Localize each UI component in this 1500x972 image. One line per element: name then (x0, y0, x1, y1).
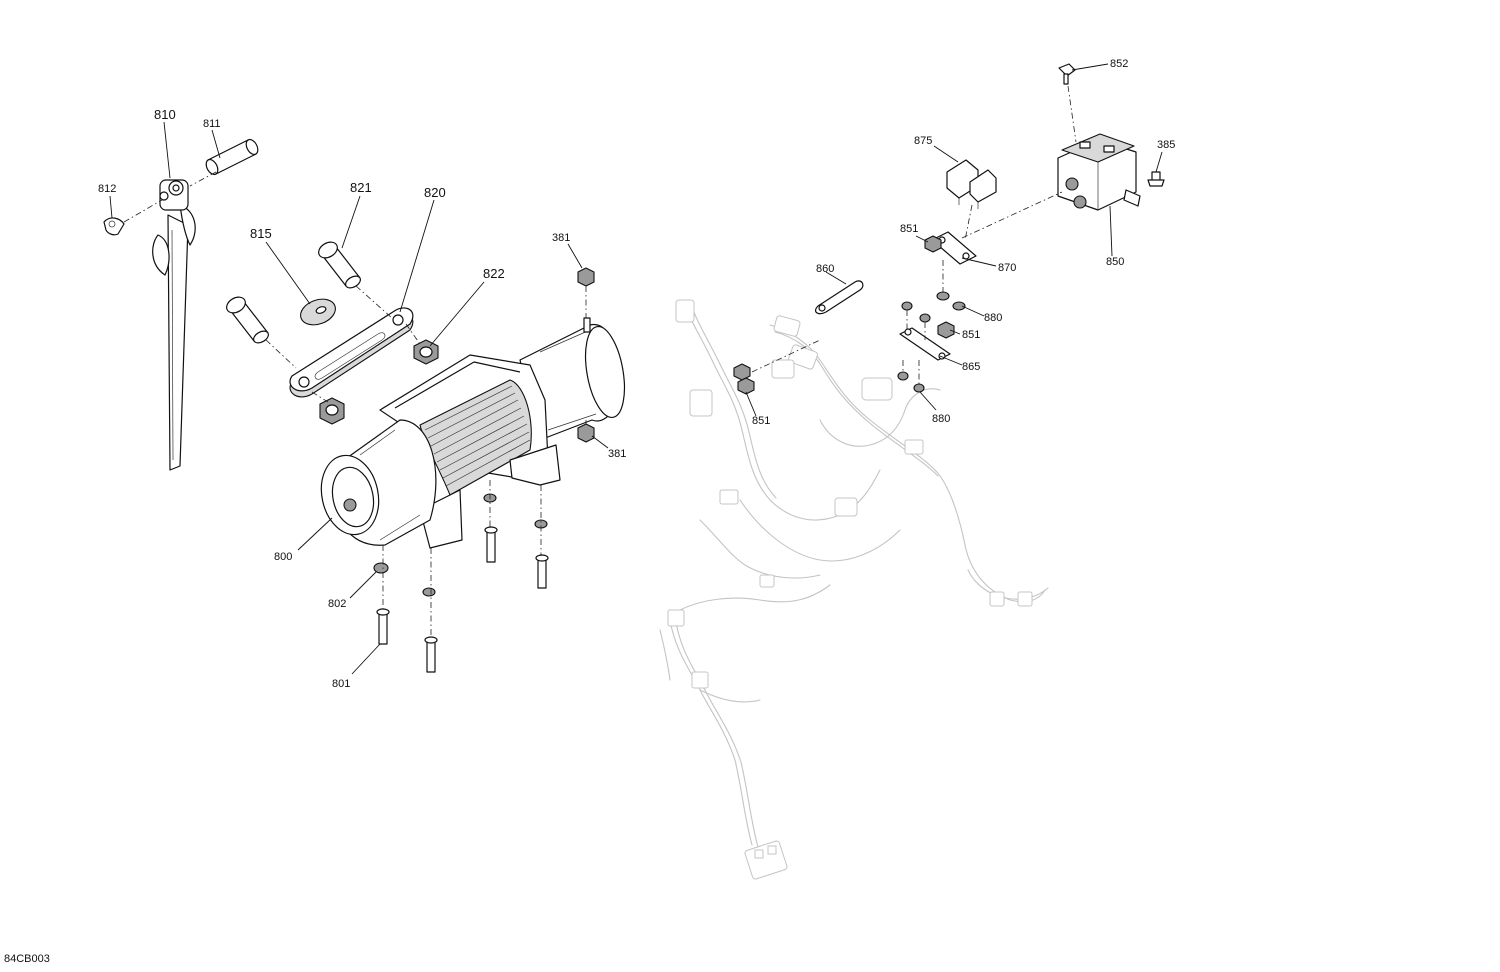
washers-880-upper (936, 291, 966, 311)
fairlead-bolt-left (226, 296, 269, 344)
callout-865: 865 (962, 361, 980, 373)
callout-820: 820 (424, 185, 446, 200)
callout-851-lower: 851 (752, 415, 770, 427)
cotter-clip-812 (103, 217, 125, 236)
callout-870: 870 (998, 262, 1016, 274)
callout-812: 812 (98, 183, 116, 195)
callout-852: 852 (1110, 58, 1128, 70)
hardware-865 (733, 301, 955, 395)
callout-381-bottom: 381 (608, 448, 626, 460)
callout-875: 875 (914, 135, 932, 147)
relay-875 (946, 159, 997, 209)
nut-851-upper (924, 235, 942, 253)
bracket-860 (814, 280, 864, 315)
fairlead-nut-822 (413, 339, 439, 365)
winch-assembly-800 (320, 317, 626, 549)
callout-802: 802 (328, 598, 346, 610)
winch-mount-hardware (373, 267, 595, 673)
callout-810: 810 (154, 107, 176, 122)
winch-hook-strap (152, 179, 196, 471)
callout-385: 385 (1157, 139, 1175, 151)
callout-811: 811 (203, 118, 221, 130)
callout-822: 822 (483, 266, 505, 281)
fairlead-bolt-821 (318, 241, 361, 289)
drawing-reference-code: 84CB003 (4, 953, 50, 965)
winch-contactor-850 (1057, 133, 1141, 211)
fairlead-spacer-815 (300, 298, 336, 326)
callout-880-lower: 880 (932, 413, 950, 425)
callout-880-upper: 880 (984, 312, 1002, 324)
callout-851-middle: 851 (962, 329, 980, 341)
wiring-harness-ghost (659, 299, 1049, 880)
callout-821: 821 (350, 180, 372, 195)
callout-801: 801 (332, 678, 350, 690)
callout-800: 800 (274, 551, 292, 563)
callout-381-top: 381 (552, 232, 570, 244)
callout-labels: 810 811 812 821 820 815 822 381 381 800 … (98, 58, 1175, 690)
callout-leaders (109, 63, 1163, 675)
fairlead-plate-820 (289, 307, 414, 398)
winch-cable-lines (424, 385, 531, 487)
hook-pin-811 (205, 138, 259, 176)
terminal-385 (1147, 171, 1165, 187)
callout-850: 850 (1106, 256, 1124, 268)
screw-852 (1058, 63, 1076, 85)
callout-851-upper: 851 (900, 223, 918, 235)
fairlead-nut-lower (319, 397, 345, 425)
callout-860: 860 (816, 263, 834, 275)
callout-815: 815 (250, 226, 272, 241)
